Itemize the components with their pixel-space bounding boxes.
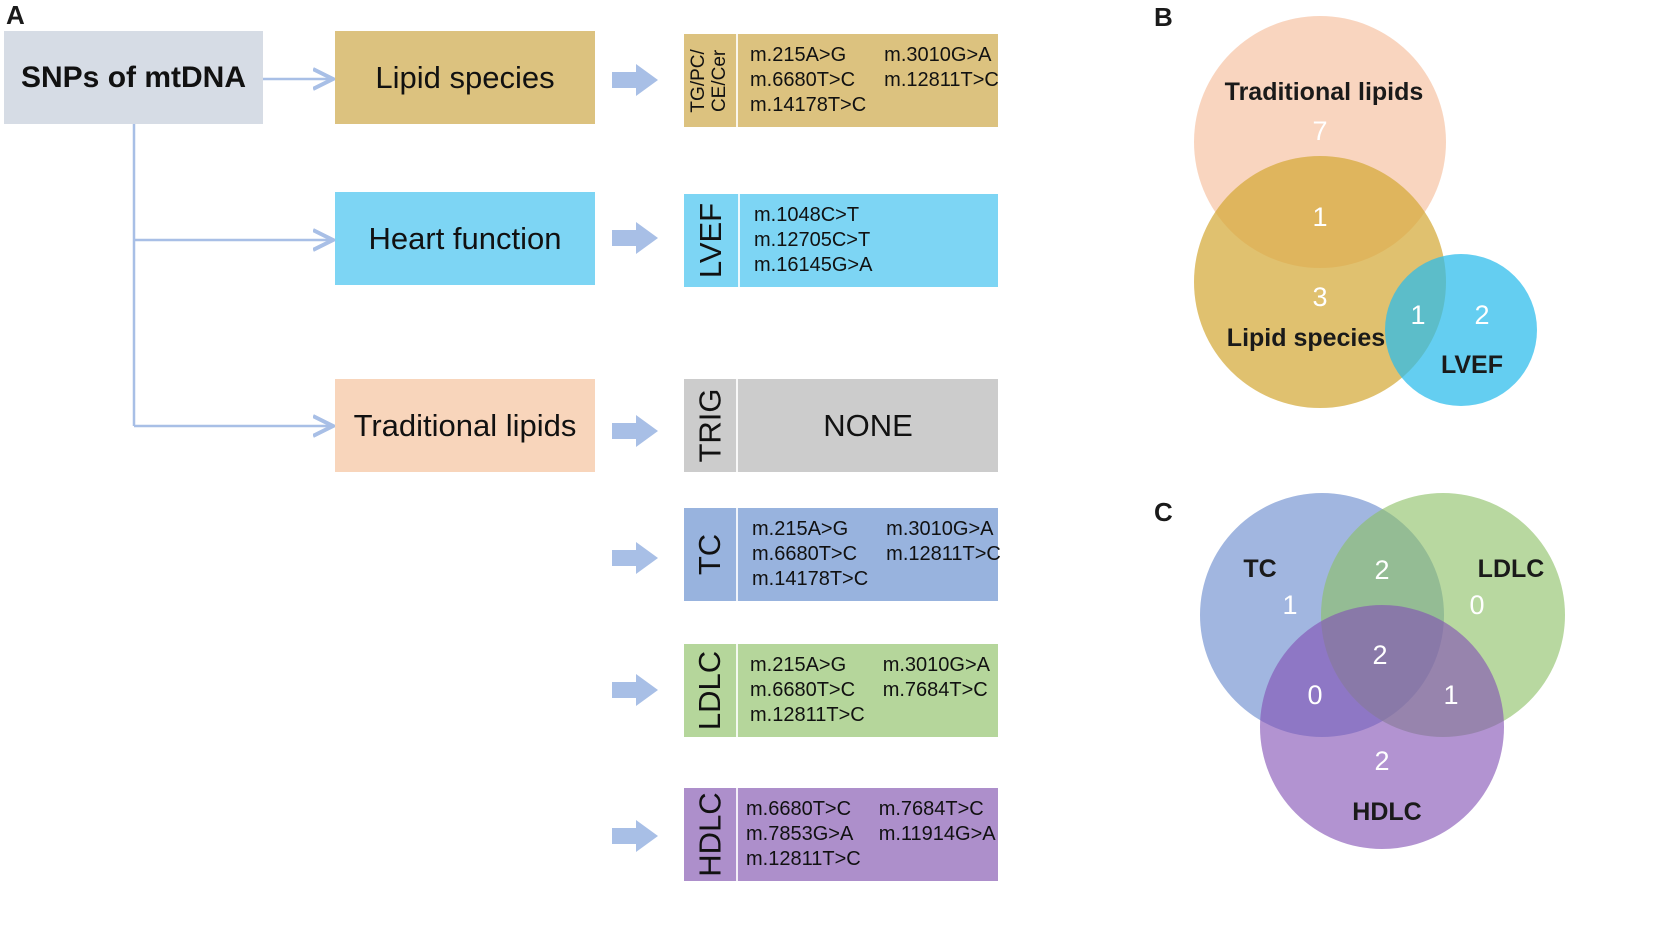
- snp-item: m.215A>G: [750, 44, 847, 66]
- result-tag: HDLC: [692, 792, 728, 877]
- result-tag: TC: [692, 533, 728, 576]
- venn-b-count-traditional-only: 7: [1312, 116, 1327, 146]
- panel-label-c: C: [1154, 497, 1173, 527]
- venn-b-label-traditional: Traditional lipids: [1225, 78, 1424, 106]
- result-tag: LDLC: [692, 650, 728, 731]
- result-none-value: NONE: [823, 407, 913, 443]
- result-ldlc: LDLC m.215A>G m.3010G>A m.6680T>C m.7684…: [684, 644, 998, 737]
- venn-diagram-b: Traditional lipids Lipid species LVEF 7 …: [1194, 16, 1537, 408]
- panel-label-b: B: [1154, 2, 1173, 32]
- venn-c-count-ldlc-only: 0: [1469, 590, 1484, 620]
- snp-item: m.215A>G: [752, 518, 849, 540]
- fat-arrow-icon: [612, 674, 658, 706]
- category-traditional-lipids: Traditional lipids: [335, 379, 595, 472]
- fat-arrow-icon: [612, 64, 658, 96]
- result-lvef: LVEF m.1048C>T m.12705C>T m.16145G>A: [684, 194, 998, 287]
- result-hdlc: HDLC m.6680T>C m.7684T>C m.7853G>A m.119…: [684, 788, 998, 881]
- venn-c-count-hdlc-only: 2: [1374, 746, 1389, 776]
- venn-diagram-c: TC LDLC HDLC 1 2 0 2 0 1 2: [1200, 493, 1565, 849]
- category-label: Lipid species: [375, 59, 555, 95]
- category-lipid-species: Lipid species: [335, 31, 595, 124]
- snp-item: m.6680T>C: [746, 798, 852, 820]
- result-trig: TRIG NONE: [684, 379, 998, 472]
- snp-item: m.12705C>T: [754, 229, 871, 251]
- venn-b-circle-lipid-species: [1194, 156, 1446, 408]
- snp-item: m.3010G>A: [886, 518, 994, 540]
- snp-item: m.6680T>C: [750, 679, 856, 701]
- snp-item: m.3010G>A: [884, 44, 992, 66]
- result-tag: TG/PC/ CE/Cer: [688, 48, 730, 113]
- venn-b-count-lvef-only: 2: [1474, 300, 1489, 330]
- root-box: SNPs of mtDNA: [4, 31, 263, 124]
- snp-item: m.16145G>A: [754, 254, 873, 276]
- venn-b-count-traditional-lipid: 1: [1312, 202, 1327, 232]
- snp-item: m.12811T>C: [884, 69, 999, 91]
- category-label: Traditional lipids: [353, 407, 577, 443]
- snp-item: m.7684T>C: [882, 679, 988, 701]
- snp-item: m.3010G>A: [882, 654, 990, 676]
- venn-b-count-lipid-only: 3: [1312, 282, 1327, 312]
- category-label: Heart function: [368, 220, 562, 256]
- venn-c-count-tc-hdlc: 0: [1307, 680, 1322, 710]
- category-heart-function: Heart function: [335, 192, 595, 285]
- venn-c-label-ldlc: LDLC: [1478, 555, 1545, 583]
- result-tc: TC m.215A>G m.3010G>A m.6680T>C m.12811T…: [684, 508, 1001, 601]
- venn-b-circle-lvef: [1385, 254, 1537, 406]
- snp-item: m.7684T>C: [878, 798, 984, 820]
- result-tag: TRIG: [692, 388, 728, 463]
- venn-c-count-ldlc-hdlc: 1: [1443, 680, 1458, 710]
- fat-arrow-icon: [612, 820, 658, 852]
- snp-item: m.7853G>A: [746, 823, 854, 845]
- snp-item: m.1048C>T: [754, 204, 860, 226]
- result-tag: LVEF: [693, 202, 729, 279]
- snp-item: m.6680T>C: [752, 543, 858, 565]
- venn-b-label-lipid-species: Lipid species: [1227, 324, 1385, 352]
- snp-item: m.14178T>C: [752, 568, 869, 590]
- venn-c-circle-hdlc: [1260, 605, 1504, 849]
- root-label: SNPs of mtDNA: [20, 60, 246, 94]
- snp-item: m.14178T>C: [750, 94, 867, 116]
- snp-item: m.6680T>C: [750, 69, 856, 91]
- snp-item: m.12811T>C: [746, 848, 861, 870]
- snp-item: m.11914G>A: [878, 823, 996, 845]
- fat-arrow-icon: [612, 415, 658, 447]
- snp-item: m.12811T>C: [750, 704, 865, 726]
- venn-b-count-lipid-lvef: 1: [1410, 300, 1425, 330]
- fat-arrow-icon: [612, 222, 658, 254]
- venn-c-count-tc-ldlc: 2: [1374, 555, 1389, 585]
- venn-b-label-lvef: LVEF: [1441, 351, 1503, 379]
- snp-item: m.12811T>C: [886, 543, 1001, 565]
- venn-c-label-tc: TC: [1243, 555, 1276, 583]
- panel-label-a: A: [6, 0, 25, 30]
- venn-c-label-hdlc: HDLC: [1352, 798, 1421, 826]
- venn-c-count-all: 2: [1372, 640, 1387, 670]
- snp-item: m.215A>G: [750, 654, 847, 676]
- fat-arrow-icon: [612, 542, 658, 574]
- venn-c-count-tc-only: 1: [1282, 590, 1297, 620]
- result-lipid-species: TG/PC/ CE/Cer m.215A>G m.3010G>A m.6680T…: [684, 34, 999, 127]
